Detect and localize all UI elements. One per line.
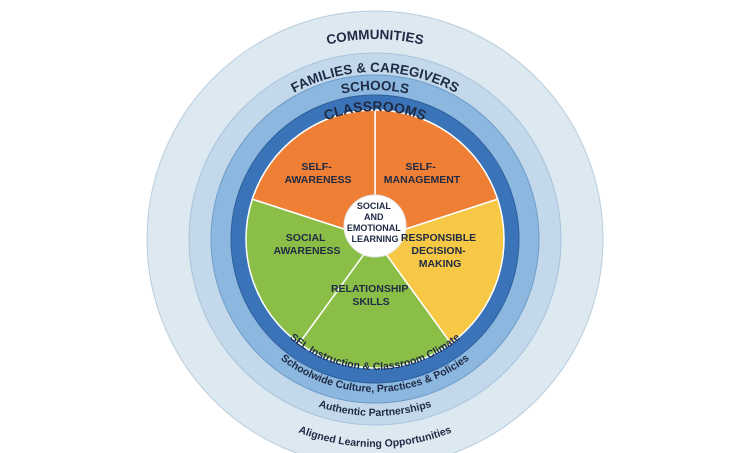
sel-core-circle <box>343 194 407 258</box>
label-social-awareness: SOCIAL AWARENESS <box>273 232 340 257</box>
ring-label-schools: SCHOOLS <box>340 78 411 97</box>
label-self-awareness: SELF- AWARENESS <box>284 161 351 186</box>
competency-wheel <box>245 109 505 369</box>
ring-label-communities: COMMUNITIES <box>325 27 425 48</box>
wedge-responsible-decision-making <box>373 198 505 345</box>
label-responsible-decision-making: RESPONSIBLE DECISION- MAKING <box>401 232 479 270</box>
label-relationship-skills: RELATIONSHIP SKILLS <box>331 283 411 308</box>
wedge-self-awareness <box>251 109 376 241</box>
label-self-management: SELF- MANAGEMENT <box>384 161 461 186</box>
wedge-relationship-skills <box>298 237 452 369</box>
wedge-self-management <box>374 109 499 241</box>
wedge-social-awareness <box>245 198 377 345</box>
label-sel-core: SOCIAL AND EMOTIONAL LEARNING <box>347 201 403 244</box>
